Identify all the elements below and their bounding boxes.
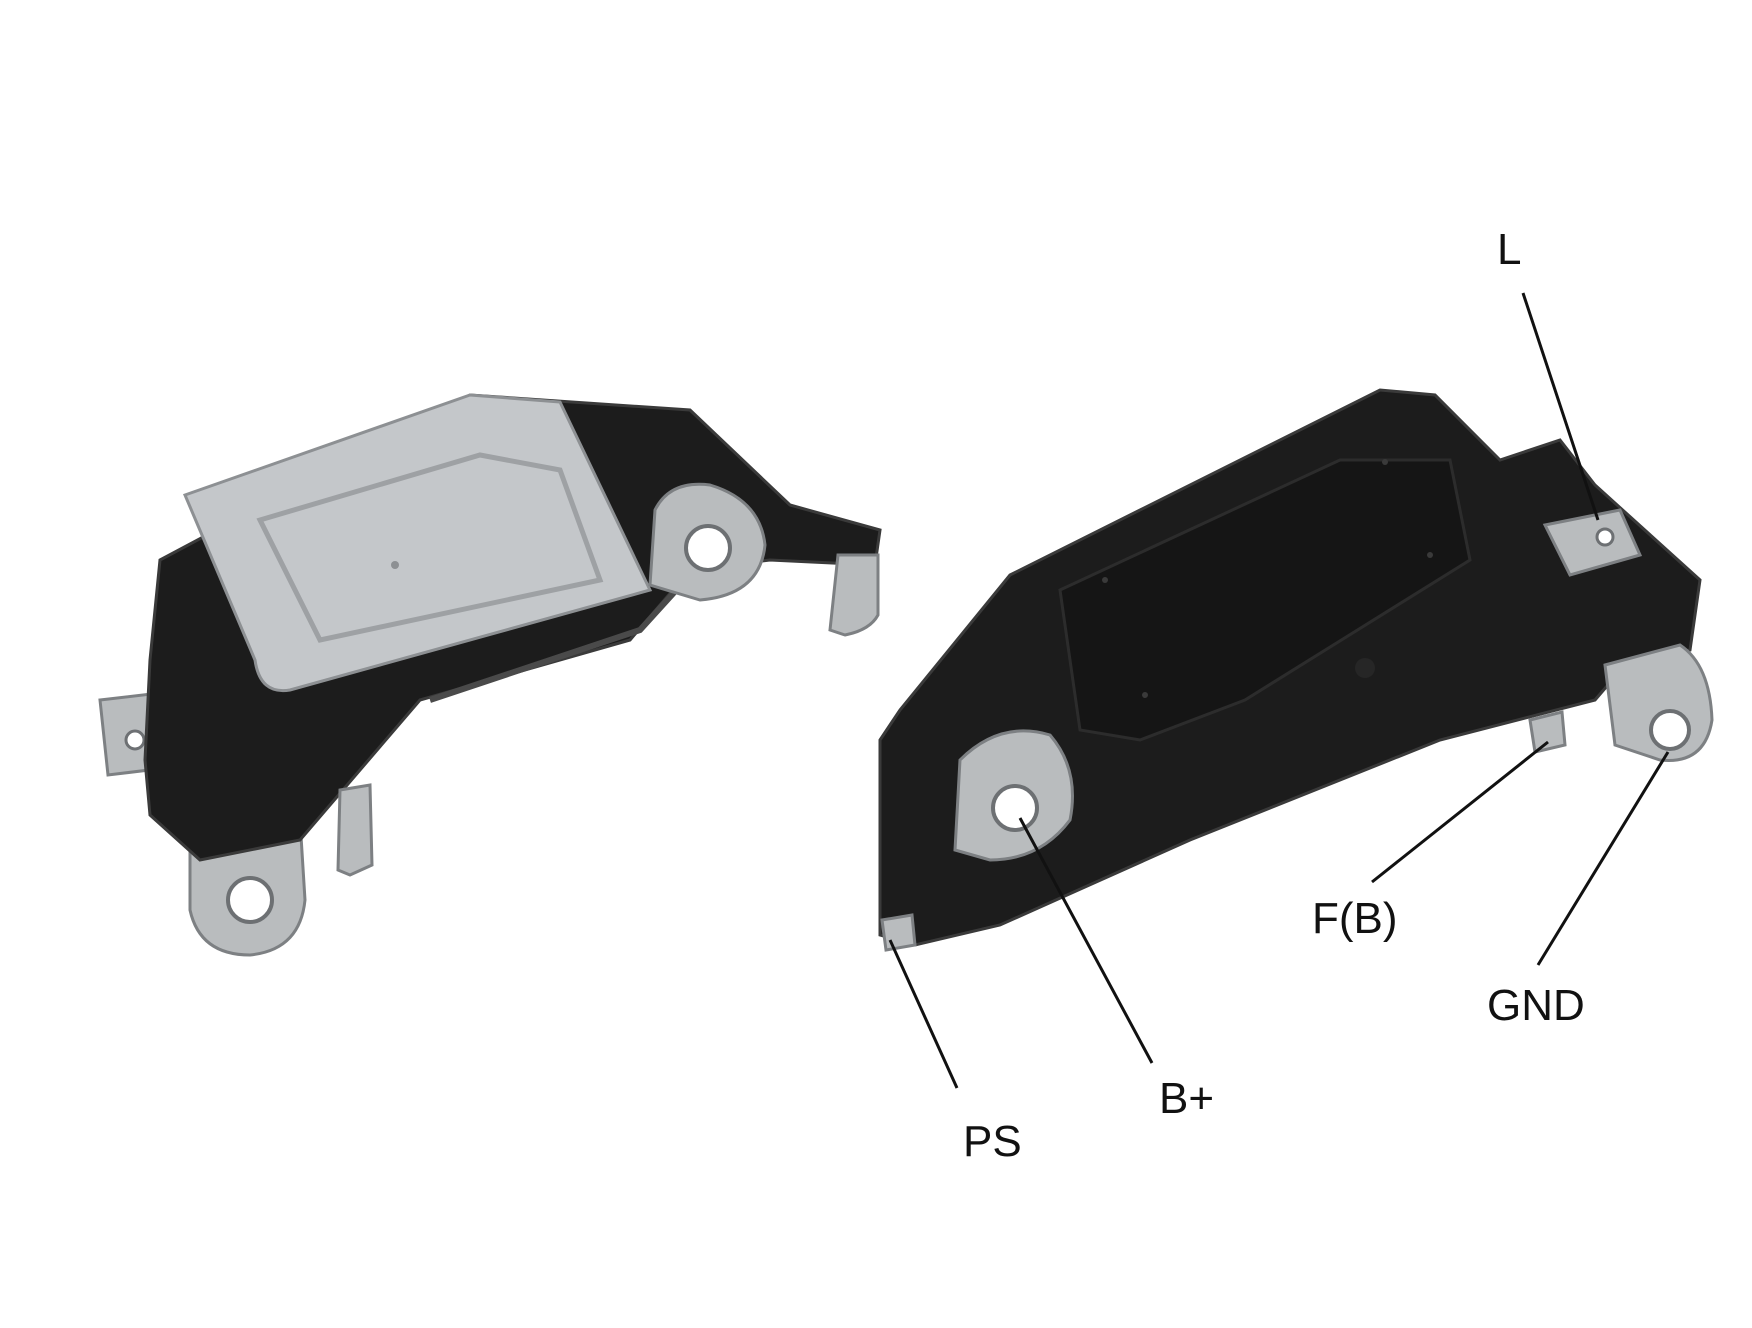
leader-line-fb: [1371, 740, 1549, 884]
left-lower-spade: [336, 783, 374, 877]
regulator-front-view: [878, 388, 1714, 952]
leader-line-gnd: [1536, 751, 1670, 966]
leader-line-l: [1521, 292, 1600, 521]
leader-line-ps: [888, 939, 959, 1089]
left-mounting-hole: [226, 876, 274, 924]
leader-lines: [888, 292, 1670, 1089]
terminal-label-fb: F(B): [1312, 894, 1398, 943]
left-bent-spade: [828, 553, 880, 637]
terminal-label-l: L: [1497, 225, 1522, 274]
regulator-back-view: [98, 393, 882, 957]
right-fb-terminal: [1528, 710, 1567, 754]
right-ps-terminal: [880, 913, 917, 952]
terminal-label-bplus: B+: [1159, 1074, 1215, 1123]
right-top-panel: [1058, 458, 1472, 742]
terminal-label-gnd: GND: [1487, 981, 1585, 1030]
terminal-label-ps: PS: [963, 1117, 1022, 1166]
left-metal-lid: [182, 393, 653, 693]
leader-line-bp: [1018, 817, 1154, 1064]
